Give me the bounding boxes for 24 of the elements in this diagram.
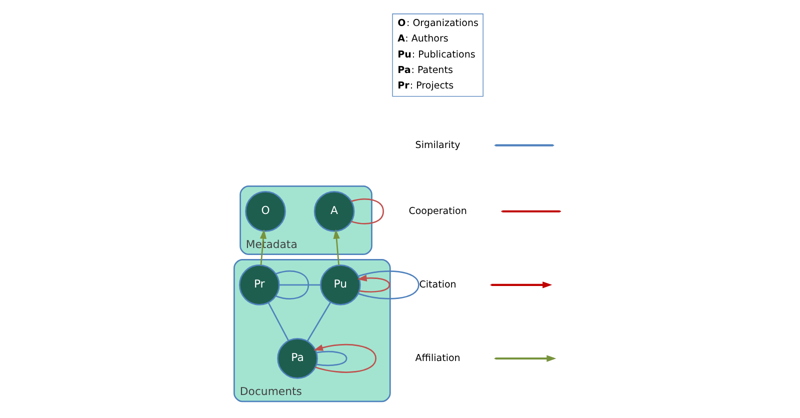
label: Pr: Projects: [398, 80, 454, 92]
connector: [351, 198, 384, 224]
label: A: Authors: [398, 34, 448, 45]
legend-label: Affiliation: [415, 353, 460, 364]
label: O: Organizations: [398, 18, 478, 29]
label: Pa: Patents: [398, 64, 453, 76]
connector: [358, 270, 420, 300]
connector: [316, 350, 348, 366]
connector: [276, 270, 310, 300]
node-circle: Pr: [238, 264, 280, 306]
node-circle: Pa: [277, 338, 318, 379]
node-circle: Pu: [320, 264, 361, 306]
connector: [306, 302, 332, 342]
arrow: [357, 274, 390, 292]
node-circle: A: [314, 190, 355, 232]
connector: [279, 284, 321, 286]
node-circle: O: [245, 190, 286, 232]
arrow: [313, 344, 376, 373]
legend-label: Similarity: [415, 140, 460, 151]
connector: [268, 302, 290, 342]
legend-label: Citation: [419, 279, 456, 290]
arrow: [333, 229, 340, 266]
label: Pu: Publications: [398, 49, 476, 60]
legend-label: Cooperation: [408, 206, 467, 217]
